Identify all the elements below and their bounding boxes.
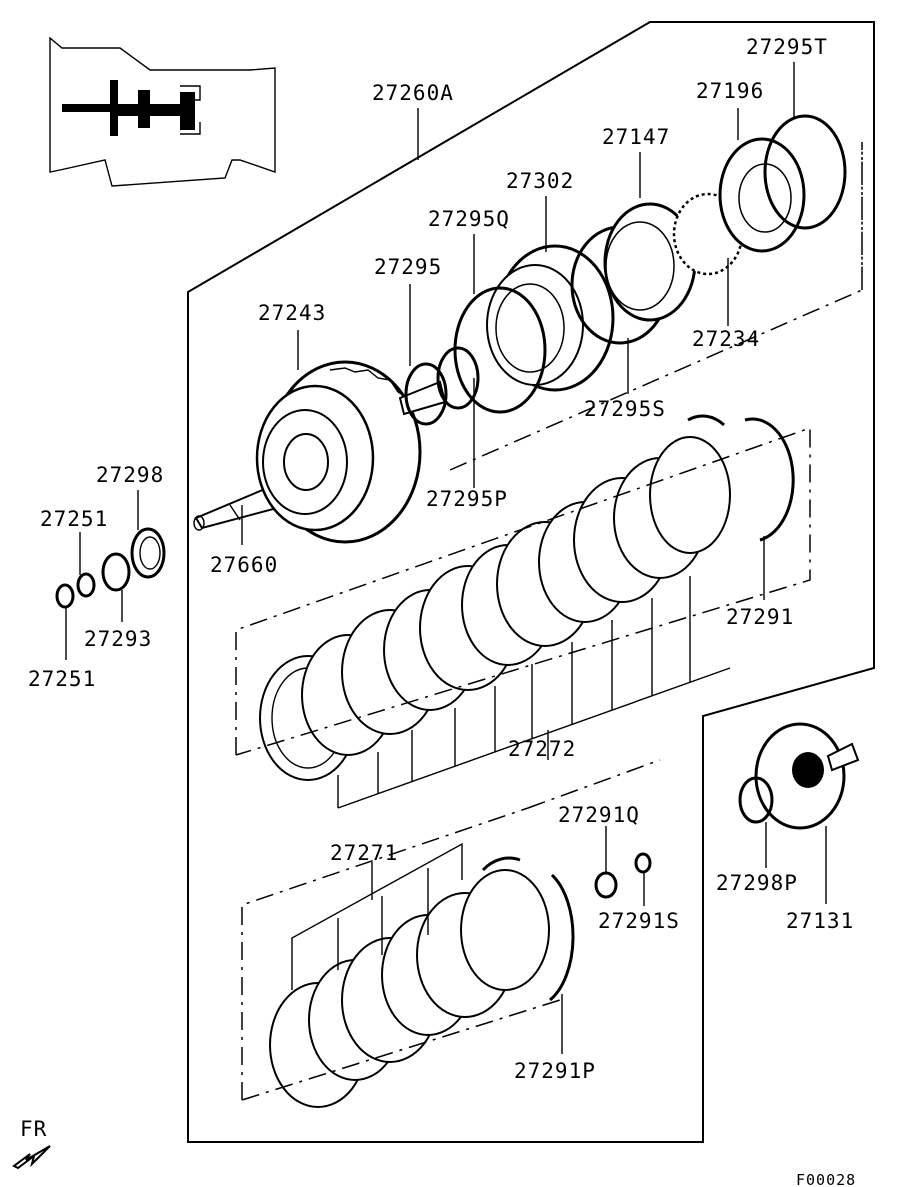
label-27295: 27295 bbox=[374, 255, 442, 279]
label-27295P: 27295P bbox=[426, 487, 508, 511]
figure-code: F00028 bbox=[796, 1171, 856, 1187]
label-27298P: 27298P bbox=[716, 871, 798, 895]
front-direction-indicator: FR bbox=[12, 1117, 51, 1170]
snap-ring-27291 bbox=[687, 414, 795, 542]
label-27147: 27147 bbox=[602, 125, 670, 149]
dash-box-middle bbox=[235, 426, 811, 756]
gear-27131 bbox=[754, 722, 860, 830]
transmission-location-inset bbox=[49, 36, 276, 187]
label-27291: 27291 bbox=[726, 605, 794, 629]
label-27295S: 27295S bbox=[584, 397, 666, 421]
label-27302: 27302 bbox=[506, 169, 574, 193]
label-27298: 27298 bbox=[96, 463, 164, 487]
clutch-pack-27272 bbox=[259, 436, 731, 781]
label-27196: 27196 bbox=[696, 79, 764, 103]
label-27251-top: 27251 bbox=[40, 507, 108, 531]
front-direction-label: FR bbox=[20, 1117, 47, 1141]
label-27293: 27293 bbox=[84, 627, 152, 651]
bracket-27271 bbox=[291, 842, 463, 990]
drum-27243 bbox=[255, 360, 422, 544]
label-27291Q: 27291Q bbox=[558, 803, 640, 827]
label-27251-bottom: 27251 bbox=[28, 667, 96, 691]
label-27234: 27234 bbox=[692, 327, 760, 351]
assembly-outline bbox=[187, 21, 875, 1143]
snap-ring-27295T bbox=[763, 114, 847, 230]
dash-box-lower bbox=[241, 759, 661, 1101]
o-ring-27291S bbox=[634, 852, 652, 874]
thrust-washers-left bbox=[55, 527, 166, 609]
label-27272: 27272 bbox=[508, 737, 576, 761]
label-27291S: 27291S bbox=[598, 909, 680, 933]
dash-box-upper bbox=[449, 142, 863, 471]
leader-lines bbox=[65, 62, 827, 1054]
part-labels: 27260A 27295T 27196 27147 27302 27295Q 2… bbox=[28, 35, 854, 1083]
plate-27196 bbox=[718, 137, 806, 253]
seal-ring-27295Q bbox=[453, 286, 547, 414]
label-27260A: 27260A bbox=[372, 81, 454, 105]
label-27271: 27271 bbox=[330, 841, 398, 865]
label-27291P: 27291P bbox=[514, 1059, 596, 1083]
o-ring-27291Q bbox=[594, 871, 618, 899]
label-27131: 27131 bbox=[786, 909, 854, 933]
clutch-pack-27271 bbox=[269, 869, 550, 1108]
label-27660: 27660 bbox=[210, 553, 278, 577]
label-27295Q: 27295Q bbox=[428, 207, 510, 231]
washer-27298P bbox=[738, 776, 774, 824]
snap-ring-27291P bbox=[481, 856, 575, 1002]
front-arrow-icon bbox=[12, 1145, 51, 1170]
drum-27302 bbox=[486, 244, 615, 392]
label-27243: 27243 bbox=[258, 301, 326, 325]
bracket-27272 bbox=[337, 576, 731, 809]
label-27295T: 27295T bbox=[746, 35, 828, 59]
sleeve-and-snap-ring-27295 bbox=[398, 346, 480, 426]
